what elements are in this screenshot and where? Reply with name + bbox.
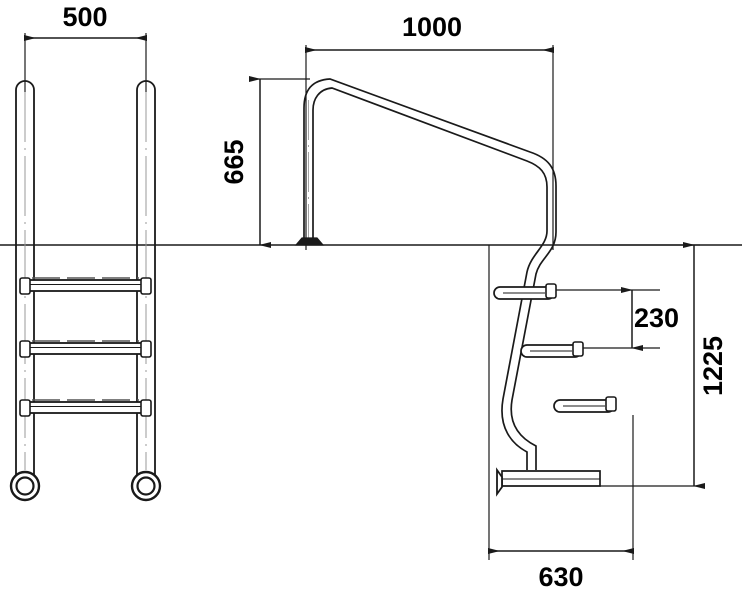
dimension-1000-label: 1000: [402, 12, 462, 42]
dimension-1225-label: 1225: [698, 336, 728, 396]
side-step-1: [493, 283, 557, 300]
side-step-2: [520, 341, 584, 358]
step-2: [19, 340, 152, 358]
dimension-1000-handrail-span: 1000: [305, 12, 554, 250]
dimension-230-label: 230: [634, 303, 679, 333]
dimension-665-label: 665: [219, 139, 249, 184]
dimension-230-step-spacing: 230: [556, 287, 679, 351]
dimension-1225-overall-depth: 1225: [600, 242, 728, 489]
handrail-tube: [303, 78, 557, 470]
bottom-foot-cap: [496, 467, 601, 497]
step-3: [19, 399, 152, 417]
side-view-ladder: [294, 78, 617, 497]
rail-foot-left: [9, 470, 41, 502]
side-step-3: [553, 396, 617, 413]
dimension-500-ladder-width: 500: [24, 2, 147, 92]
dimension-630-base-length: 630: [488, 245, 634, 592]
step-1: [19, 277, 152, 295]
dimension-630-label: 630: [538, 562, 583, 592]
dimension-665-handrail-height: 665: [219, 76, 310, 248]
handrail-base-flange: [294, 237, 325, 246]
rail-foot-right: [130, 470, 162, 502]
dimension-500-label: 500: [62, 2, 107, 32]
